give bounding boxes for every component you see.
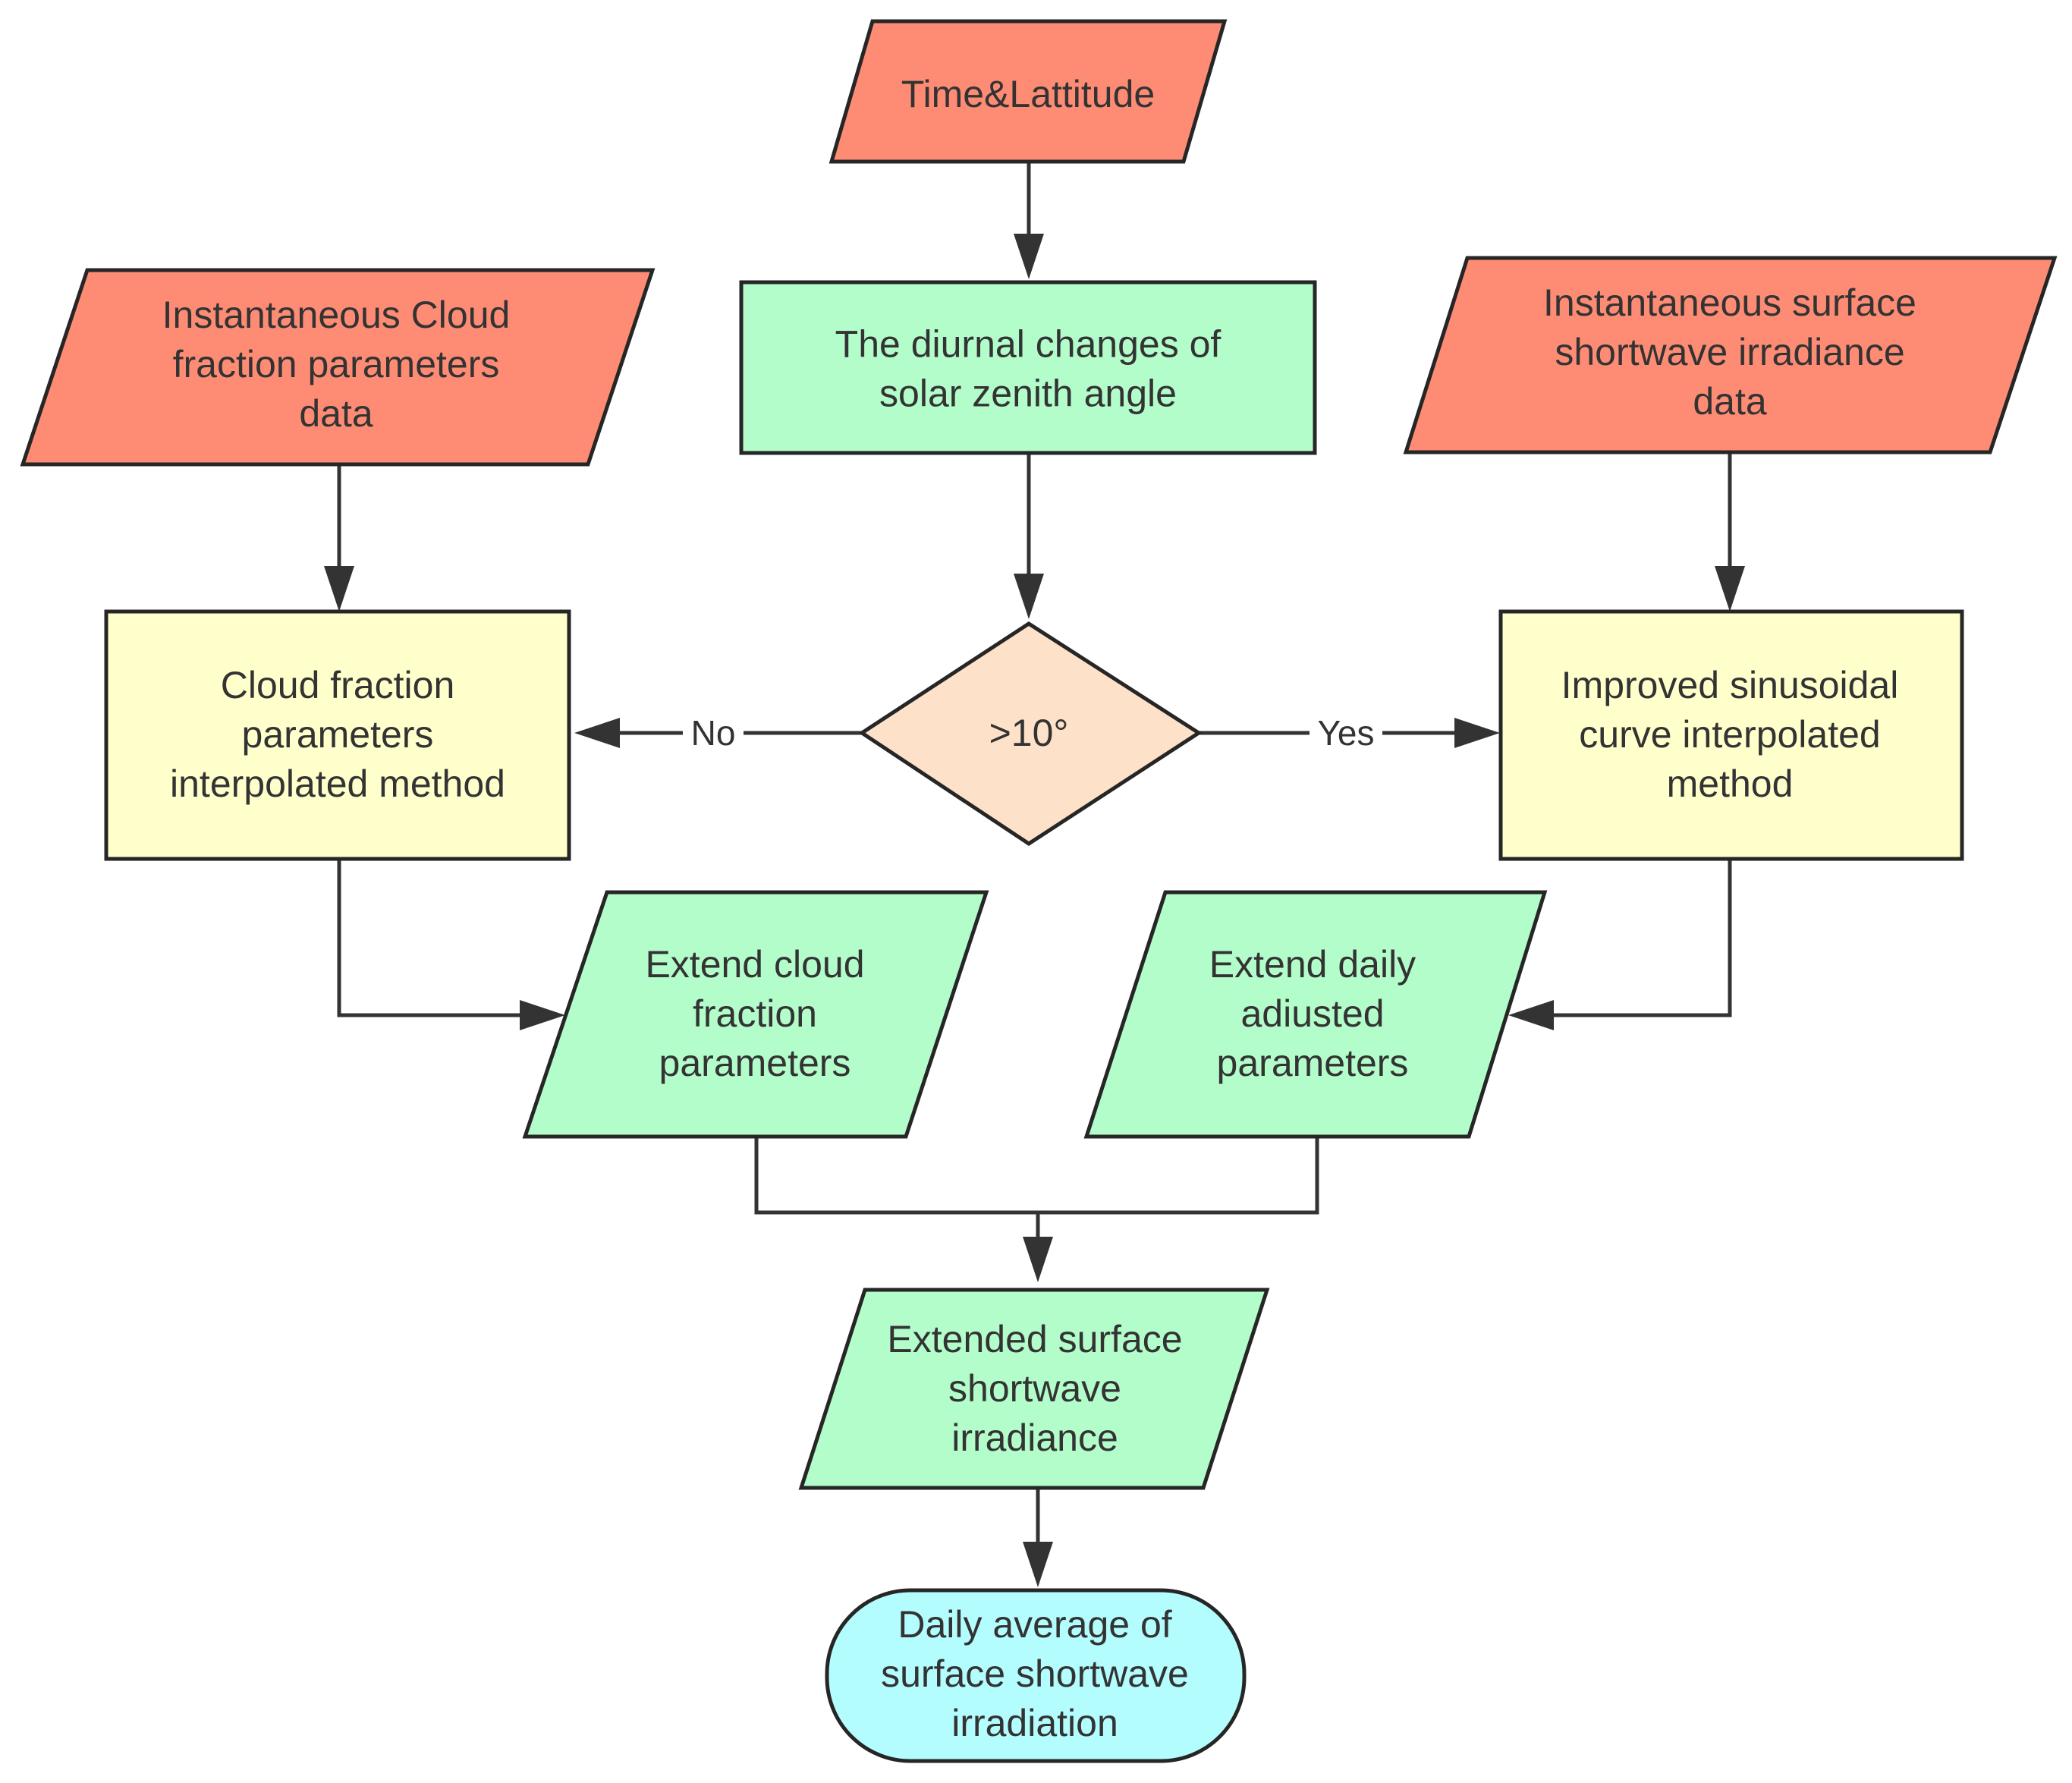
label-line: Cloud fraction [221,664,455,706]
label-line: Extend daily [1209,943,1416,986]
data-parallelogram [1083,890,1548,1139]
diurnal-changes-text: The diurnal changes of solar zenith angle [835,323,1222,415]
node-extended-irradiance: Extended surface shortwave irradiance [798,1288,1270,1490]
arrowhead-icon [324,566,354,612]
label-line: Improved sinusoidal [1561,664,1899,706]
label-line: parameters [1217,1042,1409,1084]
irradiance-input-text: Instantaneous surface shortwave irradianc… [1543,281,1916,423]
label-line: Time&Lattitude [901,73,1155,115]
label-line: data [299,392,373,435]
label-line: surface shortwave [881,1652,1189,1695]
node-extend-daily: Extend daily adiusted parameters [1083,890,1548,1139]
node-time-latitude: Time&Lattitude [828,19,1228,164]
label-line: method [1667,763,1794,805]
data-parallelogram [798,1288,1270,1490]
yes-label: Yes [1317,713,1374,753]
label-line: parameters [242,713,434,756]
node-irradiance-input: Instantaneous surface shortwave irradianc… [1403,256,2058,454]
input-parallelogram [828,19,1228,164]
yes-label-background [1310,712,1382,754]
decision-text: >10° [989,712,1069,754]
cloud-input-text: Instantaneous Cloud fraction parameters da… [162,294,511,435]
node-daily-average: Daily average of surface shortwave irradia… [825,1588,1247,1763]
label-line: interpolated method [170,763,505,805]
data-parallelogram [522,890,989,1139]
arrowhead-icon [1014,574,1044,619]
node-decision: >10° [858,621,1203,846]
arrowhead-icon [1454,718,1500,748]
node-cloud-method: Cloud fraction parameters interpolated met… [104,609,571,861]
node-extend-cloud: Extend cloud fraction parameters [522,890,989,1139]
label-line: Extended surface [887,1318,1182,1360]
edge-cloud-method-to-extend [337,859,529,1017]
method-box [1498,609,1964,861]
arrowhead-icon [574,718,620,748]
arrowhead-icon [1023,1542,1053,1587]
method-box [104,609,571,861]
arrowhead-icon [1014,234,1044,279]
no-label: No [691,713,736,753]
extend-daily-text: Extend daily adiusted parameters [1209,943,1416,1084]
arrowhead-icon [1508,1000,1554,1030]
arrowhead-icon [1715,566,1745,612]
sinusoidal-method-text: Improved sinusoidal curve interpolated met… [1561,664,1899,805]
input-parallelogram [1403,256,2058,454]
label-line: irradiance [951,1417,1118,1459]
label-line: Extend cloud [645,943,864,986]
terminal-rounded-box [825,1588,1247,1763]
label-line: shortwave [948,1367,1121,1410]
node-sinusoidal-method: Improved sinusoidal curve interpolated met… [1498,609,1964,861]
label-line: data [1693,380,1767,423]
node-cloud-input: Instantaneous Cloud fraction parameters da… [20,268,656,467]
edge-merge [754,1138,1319,1215]
arrowhead-icon [1023,1237,1053,1282]
label-line: Instantaneous Cloud [162,294,511,336]
process-box [739,280,1317,455]
label-line: irradiation [951,1702,1118,1744]
label-line: solar zenith angle [879,373,1177,415]
label-line: fraction parameters [173,343,500,385]
arrowhead-icon [520,1000,565,1030]
extended-irradiance-text: Extended surface shortwave irradiance [887,1318,1182,1459]
label-line: parameters [659,1042,851,1084]
label-line: curve interpolated [1579,713,1880,756]
time-latitude-text: Time&Lattitude [901,73,1155,115]
daily-average-text: Daily average of surface shortwave irradia… [881,1603,1189,1744]
decision-diamond [858,621,1203,846]
edge-sinusoidal-to-extend-daily [1545,859,1732,1017]
label-line: adiusted [1240,992,1384,1035]
label-line: Instantaneous surface [1543,281,1916,324]
label-line: fraction [693,992,817,1035]
input-parallelogram [20,268,656,467]
extend-cloud-text: Extend cloud fraction parameters [645,943,864,1084]
label-line: Daily average of [898,1603,1171,1646]
node-diurnal-changes: The diurnal changes of solar zenith angle [739,280,1317,455]
connectors: No Yes [324,162,1745,1587]
no-label-background [683,712,744,754]
label-line: The diurnal changes of [835,323,1222,366]
label-line: >10° [989,712,1069,754]
cloud-method-text: Cloud fraction parameters interpolated met… [170,664,505,805]
label-line: shortwave irradiance [1555,331,1904,373]
